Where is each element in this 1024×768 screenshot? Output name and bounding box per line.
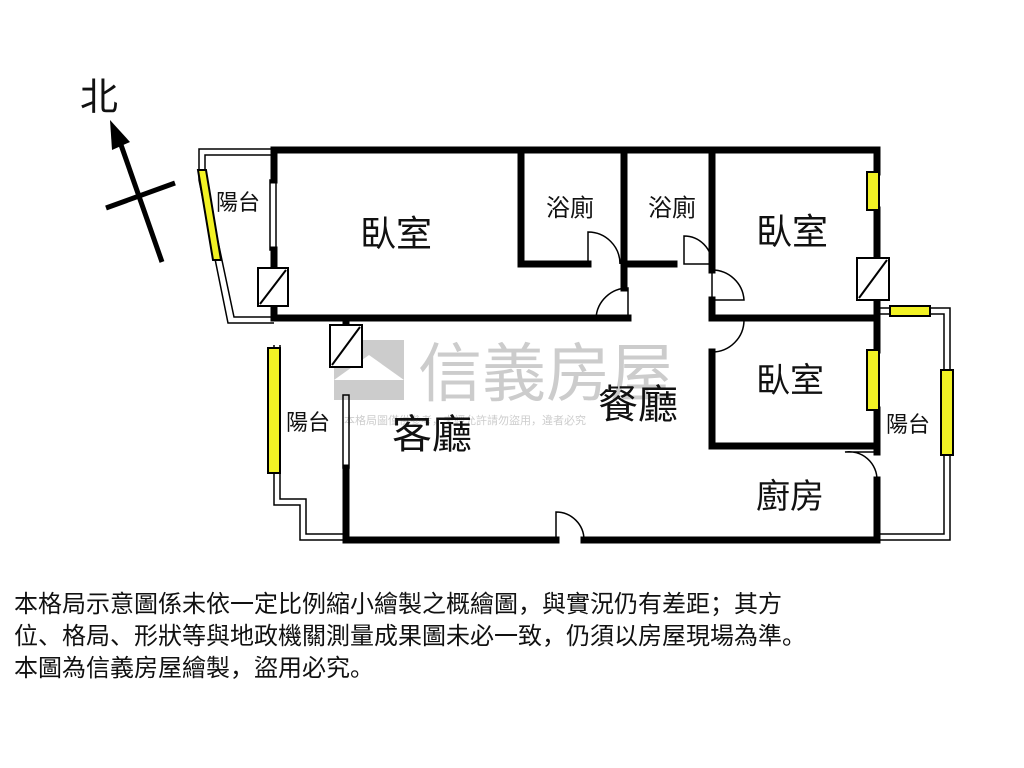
sliding-door-w bbox=[342, 394, 350, 469]
window-west-balcony bbox=[267, 347, 281, 474]
disclaimer-line-1: 本格局示意圖係未依一定比例縮小繪製之概繪圖，與實況仍有差距；其方 bbox=[14, 590, 782, 618]
watermark-notice: 本格局圖僅供參考，未經允許請勿盜用，違者必究 bbox=[344, 413, 586, 427]
door-swings bbox=[555, 231, 878, 541]
label-balcony-nw: 陽台 bbox=[216, 191, 260, 216]
label-dining-room: 餐廳 bbox=[598, 382, 678, 428]
compass-north-label: 北 bbox=[80, 75, 118, 119]
window-east-bedroom bbox=[866, 171, 880, 211]
north-arrow-icon bbox=[110, 120, 130, 150]
label-kitchen: 廚房 bbox=[756, 477, 824, 517]
label-bedroom-main: 臥室 bbox=[360, 214, 432, 255]
watermark-brand: 信義房屋 bbox=[418, 338, 674, 412]
label-balcony-w: 陽台 bbox=[286, 411, 330, 436]
door-bath-1 bbox=[587, 231, 621, 265]
sliding-door-nw bbox=[269, 179, 277, 251]
door-entrance bbox=[555, 511, 585, 541]
label-balcony-e: 陽台 bbox=[886, 413, 930, 438]
disclaimer-line-3: 本圖為信義房屋繪製，盜用必究。 bbox=[14, 654, 374, 682]
door-bedroom-small bbox=[711, 319, 745, 353]
label-bedroom-small: 臥室 bbox=[756, 361, 824, 401]
label-living-room: 客廳 bbox=[392, 412, 472, 458]
label-bath-2: 浴廁 bbox=[648, 194, 696, 222]
label-bath-1: 浴廁 bbox=[546, 194, 594, 222]
door-kitchen bbox=[844, 450, 878, 481]
disclaimer-line-2: 位、格局、形狀等與地政機關測量成果圖未必一致，仍須以房屋現場為準。 bbox=[14, 622, 806, 650]
door-bedroom-main bbox=[595, 287, 629, 319]
door-bedroom-east bbox=[711, 269, 745, 301]
windows bbox=[196, 169, 954, 474]
window-east-balcony-top bbox=[889, 305, 931, 317]
window-nw-balcony bbox=[196, 169, 223, 261]
sliding-doors bbox=[269, 179, 350, 469]
walls bbox=[270, 146, 881, 544]
label-bedroom-east: 臥室 bbox=[756, 212, 828, 253]
door-bath-2 bbox=[683, 235, 713, 265]
shafts bbox=[257, 257, 890, 368]
disclaimer: 本格局示意圖係未依一定比例縮小繪製之概繪圖，與實況仍有差距；其方 位、格局、形狀… bbox=[14, 588, 1010, 684]
room-labels: 陽台 臥室 浴廁 浴廁 臥室 臥室 陽台 客廳 餐廳 陽台 廚房 bbox=[216, 191, 930, 517]
compass: 北 bbox=[80, 75, 176, 263]
watermark: 信義房屋 本格局圖僅供參考，未經允許請勿盜用，違者必究 bbox=[334, 338, 674, 427]
floor-plan: 信義房屋 本格局圖僅供參考，未經允許請勿盜用，違者必究 北 bbox=[80, 75, 954, 544]
window-small-bedroom bbox=[866, 349, 880, 411]
window-east-balcony bbox=[940, 369, 954, 456]
